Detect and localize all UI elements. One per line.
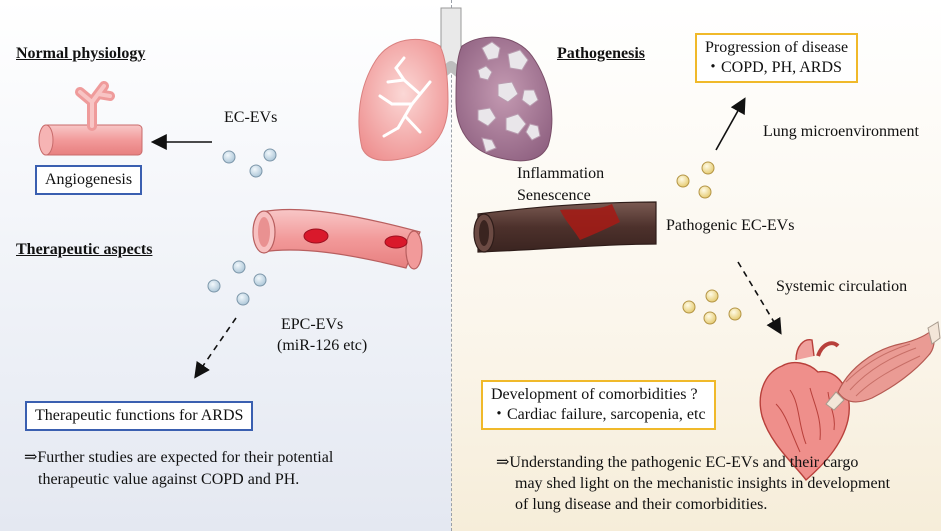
lungs-illustration: [358, 7, 553, 162]
progression-title: Progression of disease: [705, 39, 849, 56]
normal-physiology-heading: Normal physiology: [16, 45, 146, 62]
arrow-to-therapeutic: [194, 317, 237, 379]
healthy-blood-vessel: [252, 208, 423, 270]
epc-evs-sublabel: (miR-126 etc): [277, 337, 368, 354]
progression-box: Progression of disease ・COPD, PH, ARDS: [695, 33, 859, 83]
pathogenic-ec-evs-label: Pathogenic EC-EVs: [666, 217, 795, 234]
heart-illustration: [759, 339, 850, 482]
systemic-circulation-label: Systemic circulation: [776, 278, 908, 295]
left-note-line-2: therapeutic value against COPD and PH.: [38, 471, 300, 488]
angiogenesis-vessel: [38, 81, 143, 156]
left-note-line-1: ⇒Further studies are expected for their …: [24, 449, 334, 466]
right-note-line-1: ⇒Understanding the pathogenic EC-EVs and…: [496, 454, 859, 471]
ec-ev-particles: [222, 148, 277, 178]
therapeutic-aspects-heading: Therapeutic aspects: [16, 241, 153, 258]
panel-divider: [451, 0, 452, 531]
inflammation-label: Inflammation: [517, 165, 605, 182]
epc-evs-label: EPC-EVs: [281, 316, 344, 333]
muscle-illustration: [825, 321, 941, 411]
lung-microenvironment-label: Lung microenvironment: [763, 123, 919, 140]
right-note-line-3: of lung disease and their comorbidities.: [515, 496, 768, 513]
damaged-blood-vessel: [473, 201, 657, 253]
comorbidities-title: Development of comorbidities ?: [491, 386, 698, 403]
arrow-to-progression: [715, 97, 746, 151]
ec-evs-label: EC-EVs: [224, 109, 278, 126]
progression-items: ・COPD, PH, ARDS: [705, 59, 842, 76]
angiogenesis-box: Angiogenesis: [35, 165, 143, 195]
pathogenic-ev-particles-top: [676, 161, 715, 199]
epc-ev-particles: [207, 260, 267, 306]
comorbidities-items: ・Cardiac failure, sarcopenia, etc: [491, 406, 706, 423]
pathogenic-ev-particles-lower: [682, 289, 742, 325]
comorbidities-box: Development of comorbidities ? ・Cardiac …: [481, 380, 716, 430]
therapeutic-functions-box: Therapeutic functions for ARDS: [25, 401, 254, 431]
healthy-lung: [358, 38, 449, 161]
arrow-systemic: [737, 261, 782, 335]
pathogenesis-heading: Pathogenesis: [557, 45, 645, 62]
senescence-label: Senescence: [517, 187, 591, 204]
right-note-line-2: may shed light on the mechanistic insigh…: [515, 475, 891, 492]
